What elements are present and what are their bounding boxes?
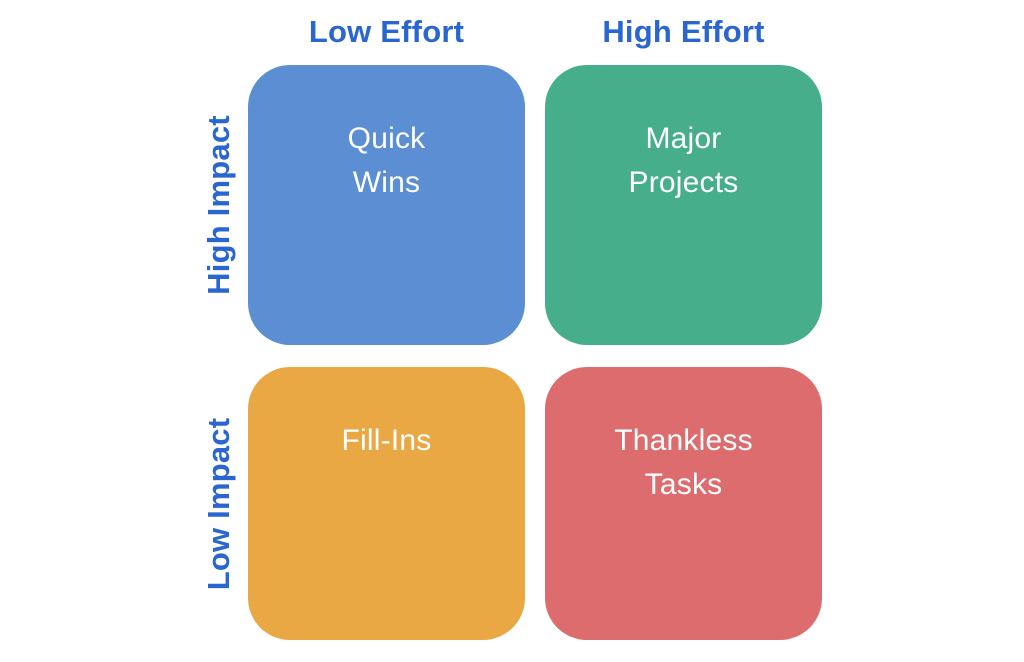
quadrant-label-line: Fill-Ins bbox=[341, 424, 432, 457]
quadrant-major-projects: Major Projects bbox=[545, 65, 822, 345]
quadrant-thankless-tasks: Thankless Tasks bbox=[545, 367, 822, 640]
quadrant-label-line: Thankless bbox=[614, 424, 753, 457]
quadrant-quick-wins: Quick Wins bbox=[248, 65, 525, 345]
quadrant-label-line: Projects bbox=[628, 166, 739, 199]
row-header-high-impact: High Impact bbox=[201, 115, 236, 295]
quadrant-label-line: Tasks bbox=[644, 468, 723, 501]
quadrant-label-line: Quick bbox=[347, 122, 426, 155]
column-header-high-effort: High Effort bbox=[602, 14, 765, 49]
row-header-low-impact: Low Impact bbox=[201, 417, 236, 591]
quadrant-fill-ins: Fill-Ins bbox=[248, 367, 525, 640]
quadrant-label-line: Major bbox=[645, 122, 722, 155]
quadrant-label-line: Wins bbox=[352, 166, 421, 199]
column-header-low-effort: Low Effort bbox=[308, 14, 465, 49]
